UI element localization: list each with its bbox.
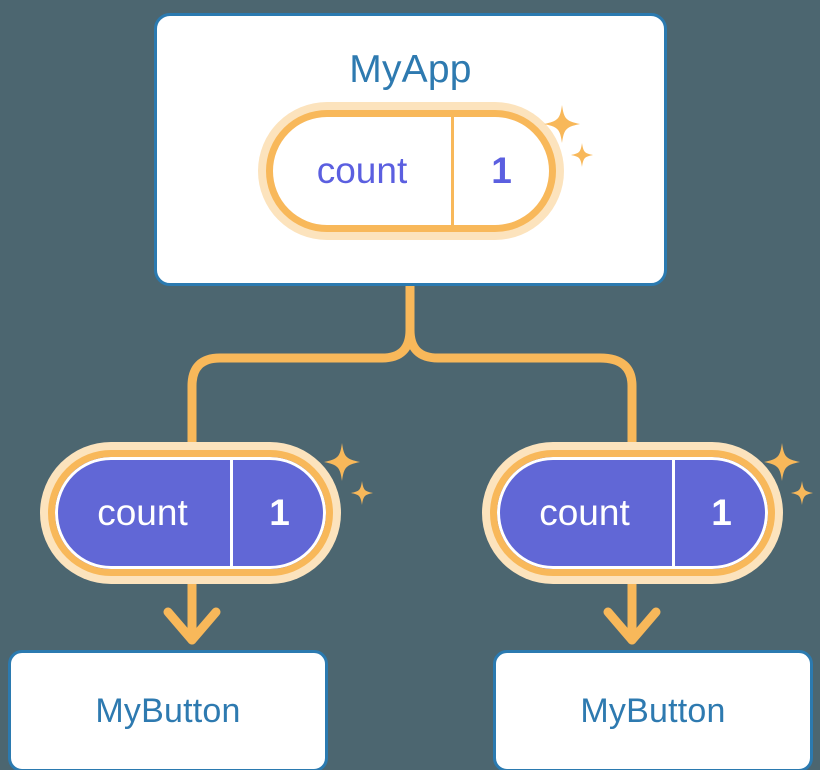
state-pill-app[interactable]: count 1 [266, 110, 556, 232]
state-pill-child-left[interactable]: count 1 [48, 450, 333, 576]
state-name: count [316, 150, 408, 191]
button-card-left[interactable]: MyButton [8, 650, 328, 770]
arrow-left-head [163, 607, 221, 645]
sparkle-small-icon [791, 481, 813, 505]
state-name: count [97, 492, 188, 533]
state-value: 1 [672, 457, 768, 569]
button-card-right[interactable]: MyButton [493, 650, 813, 770]
button-card-label: MyButton [580, 692, 726, 730]
page-title: MyApp [349, 48, 472, 91]
sparkle-small-icon [351, 481, 373, 505]
state-pill-child-right[interactable]: count 1 [490, 450, 775, 576]
arrow-right-head [603, 607, 661, 645]
branch-right-path [405, 281, 637, 455]
button-card-label: MyButton [95, 692, 241, 730]
state-value: 1 [451, 117, 549, 225]
state-name: count [539, 492, 630, 533]
state-value: 1 [230, 457, 326, 569]
branch-left-path [187, 281, 415, 455]
